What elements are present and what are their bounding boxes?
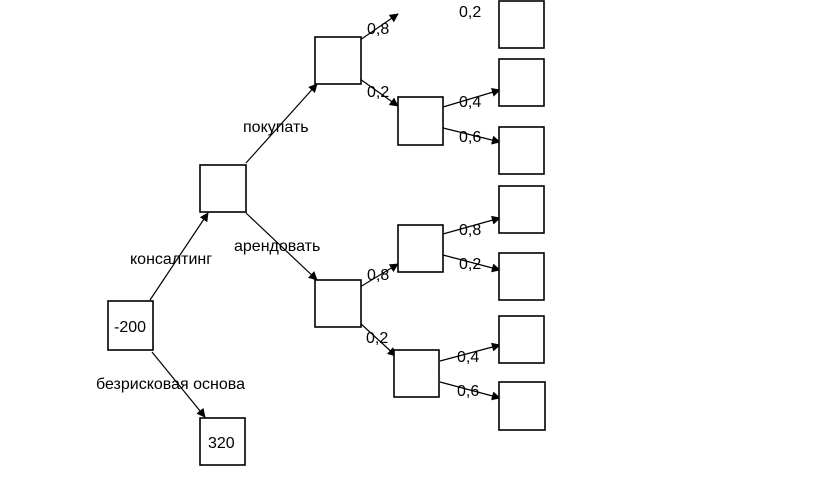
edge-consulting bbox=[149, 212, 209, 301]
edge-buy-mid bbox=[359, 78, 399, 107]
leaf-node-7 bbox=[498, 381, 546, 431]
buy-node bbox=[314, 36, 362, 85]
edge-buy-mid-up bbox=[442, 88, 501, 108]
prob-buy-top: 0,8 bbox=[367, 21, 389, 38]
leaf-node-3 bbox=[498, 126, 545, 175]
leaf-node-4 bbox=[498, 185, 545, 234]
edge-buy-top bbox=[359, 13, 399, 41]
edge-buy-mid-down bbox=[442, 127, 501, 145]
edge-rent-down bbox=[359, 322, 397, 357]
prob-rent-up: 0,8 bbox=[367, 267, 389, 284]
edge-label-buy: покупать bbox=[243, 119, 309, 136]
prob-rent-down-up: 0,4 bbox=[457, 349, 479, 366]
prob-rent-up-up: 0,8 bbox=[459, 222, 481, 239]
prob-rent-down: 0,2 bbox=[366, 330, 388, 347]
consulting-node bbox=[199, 164, 247, 213]
edge-rent-up-up bbox=[442, 215, 501, 235]
leaf-node-6 bbox=[498, 315, 545, 364]
edge-riskless bbox=[151, 351, 206, 418]
root-value: -200 bbox=[114, 319, 146, 336]
edge-buy bbox=[245, 83, 318, 164]
root-node bbox=[107, 300, 154, 351]
rent-node bbox=[314, 279, 362, 328]
prob-top-leaf: 0,2 bbox=[459, 4, 481, 21]
riskless-outcome-value: 320 bbox=[208, 435, 235, 452]
leaf-node-1 bbox=[498, 0, 545, 49]
edge-rent-down-down bbox=[439, 381, 501, 401]
prob-buy-mid-down: 0,6 bbox=[459, 129, 481, 146]
edge-label-consulting: консалтинг bbox=[130, 251, 212, 268]
edge-label-riskless: безрисковая основа bbox=[96, 376, 245, 393]
riskless-outcome-node bbox=[199, 417, 246, 466]
prob-rent-up-down: 0,2 bbox=[459, 256, 481, 273]
prob-rent-down-down: 0,6 bbox=[457, 383, 479, 400]
edge-rent-up bbox=[359, 263, 399, 288]
leaf-node-2 bbox=[498, 58, 545, 107]
edge-rent bbox=[245, 212, 318, 281]
edge-rent-down-up bbox=[439, 342, 501, 362]
buy-mid-chance-node bbox=[397, 96, 444, 146]
edge-label-rent: арендовать bbox=[234, 238, 320, 255]
rent-up-chance-node bbox=[397, 224, 444, 273]
edge-rent-up-down bbox=[442, 254, 501, 273]
prob-buy-mid-up: 0,4 bbox=[459, 94, 481, 111]
prob-buy-mid: 0,2 bbox=[367, 84, 389, 101]
rent-down-chance-node bbox=[393, 349, 440, 398]
leaf-node-5 bbox=[498, 252, 545, 301]
